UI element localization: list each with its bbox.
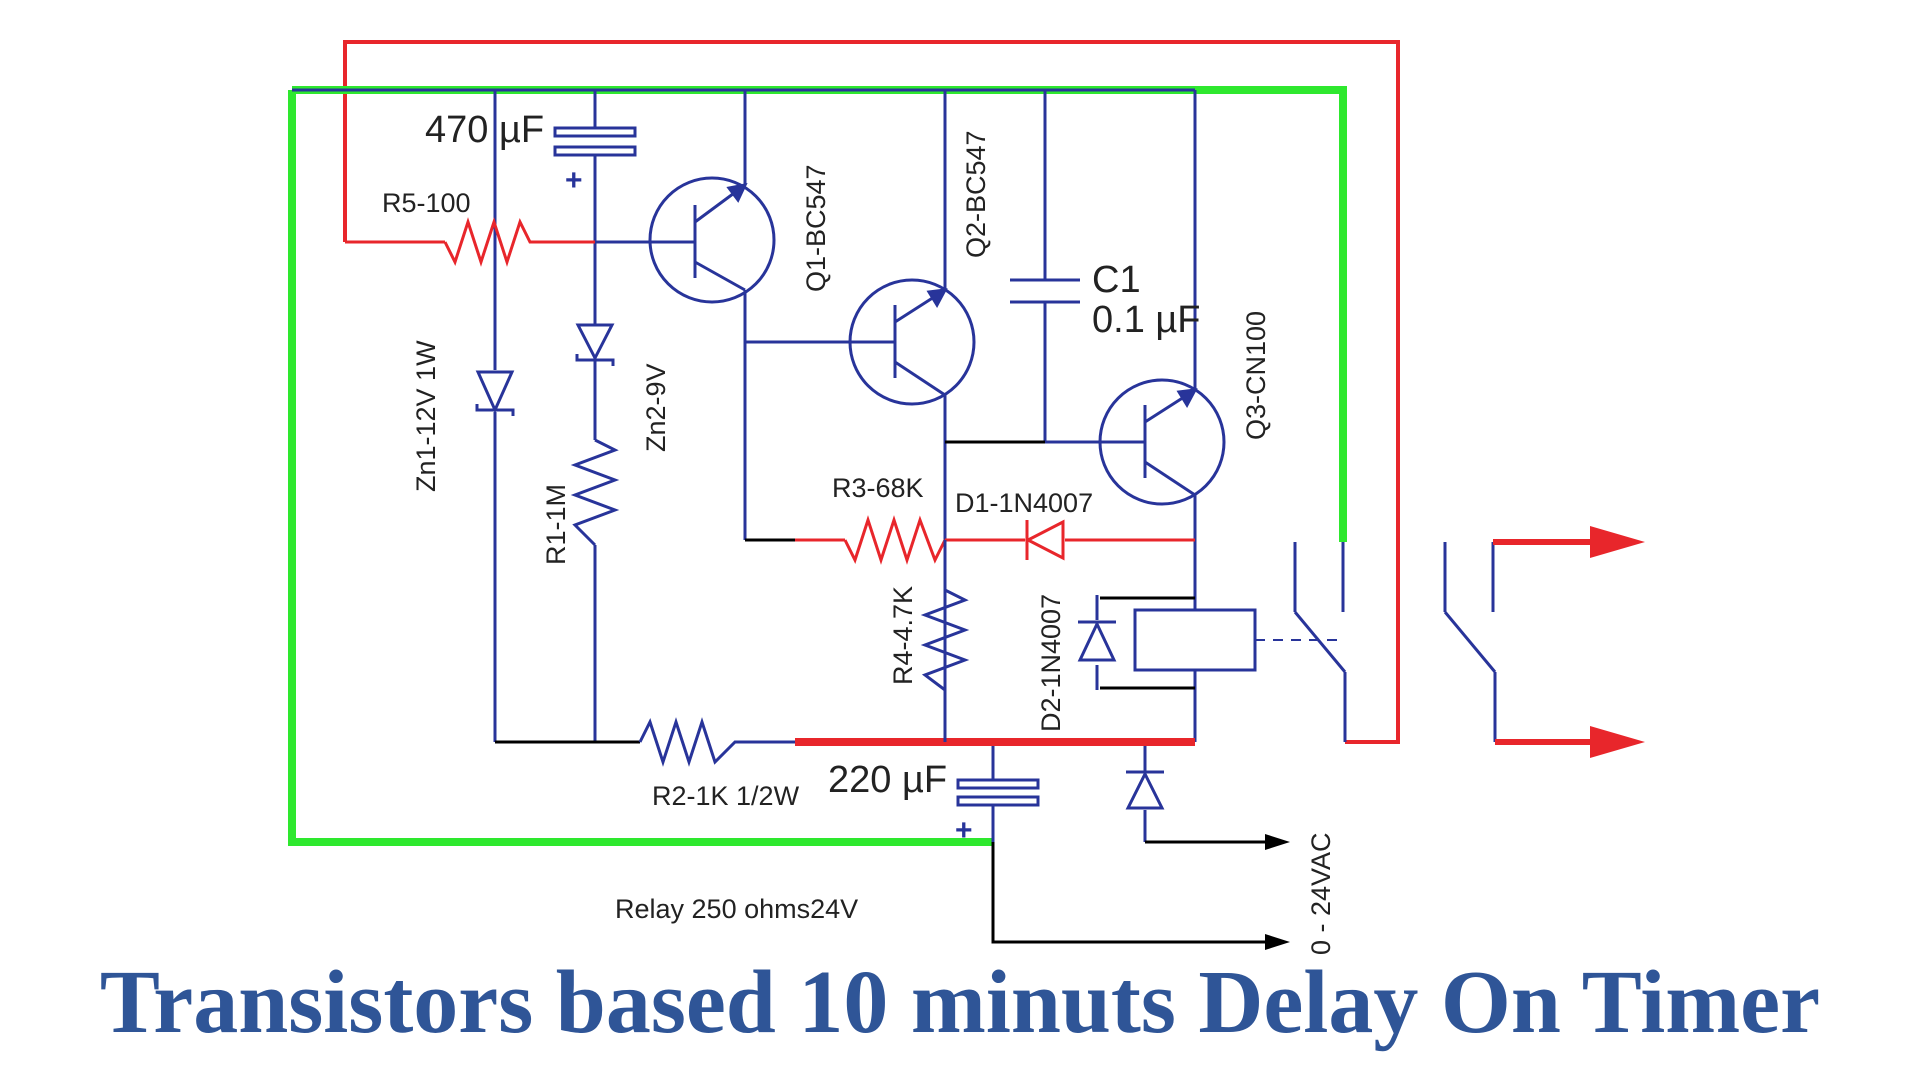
- output-arrow-icon: [1590, 526, 1645, 558]
- capacitor-icon: +: [955, 778, 1040, 847]
- label-c1-name: C1: [1092, 259, 1141, 301]
- label-r3: R3-68K: [832, 473, 924, 503]
- zener-diode-icon: [575, 323, 615, 366]
- diode-icon: [1077, 620, 1117, 662]
- diode-icon: [1024, 519, 1065, 561]
- label-r5: R5-100: [382, 188, 471, 218]
- zigzag-resistor-icon: [443, 217, 540, 267]
- npn-transistor-icon: [595, 176, 776, 304]
- npn-transistor-icon: [848, 278, 976, 406]
- label-zn1: Zn1-12V 1W: [411, 340, 441, 492]
- label-relay: Relay 250 ohms24V: [615, 894, 858, 924]
- label-r4: R4-4.7K: [888, 586, 918, 685]
- zigzag-resistor-icon: [843, 515, 947, 565]
- label-r2: R2-1K 1/2W: [652, 781, 800, 811]
- svg-text:+: +: [955, 814, 973, 847]
- label-r1: R1-1M: [541, 484, 571, 565]
- red-feed-loop: [343, 40, 1400, 744]
- zigzag-resistor-icon: [638, 717, 795, 767]
- label-q2: Q2-BC547: [961, 130, 991, 258]
- relay-contact-icon: [1293, 542, 1497, 742]
- output-arrow-icon: [1265, 834, 1290, 850]
- label-470uf: 470 µF: [425, 109, 544, 151]
- zigzag-resistor-icon: [920, 540, 970, 742]
- zener-diode-icon: [475, 370, 515, 416]
- label-d2: D2-1N4007: [1036, 594, 1066, 732]
- capacitor-icon: +: [553, 126, 637, 197]
- relay-coil-icon: [1100, 596, 1340, 690]
- diagram-title: Transistors based 10 minuts Delay On Tim…: [99, 953, 1821, 1052]
- output-arrows: [1590, 526, 1645, 758]
- output-lines: [1493, 539, 1590, 745]
- label-zn2: Zn2-9V: [641, 363, 671, 452]
- label-c1-value: 0.1 µF: [1092, 299, 1201, 341]
- black-wiring: [495, 440, 1280, 944]
- supply-arrows: [1265, 834, 1290, 950]
- red-wiring: [345, 240, 1195, 542]
- label-q1: Q1-BC547: [801, 164, 831, 292]
- output-arrow-icon: [1590, 726, 1645, 758]
- label-supply: 0 - 24VAC: [1306, 832, 1336, 955]
- label-q3: Q3-CN100: [1241, 311, 1271, 440]
- diode-icon: [1125, 770, 1165, 810]
- svg-text:+: +: [565, 164, 583, 197]
- zigzag-resistor-icon: [570, 438, 620, 547]
- label-220uf: 220 µF: [828, 759, 947, 801]
- label-d1: D1-1N4007: [955, 488, 1093, 518]
- output-arrow-icon: [1265, 934, 1290, 950]
- npn-transistor-icon: [1098, 378, 1226, 506]
- capacitor-icon: [1010, 278, 1080, 304]
